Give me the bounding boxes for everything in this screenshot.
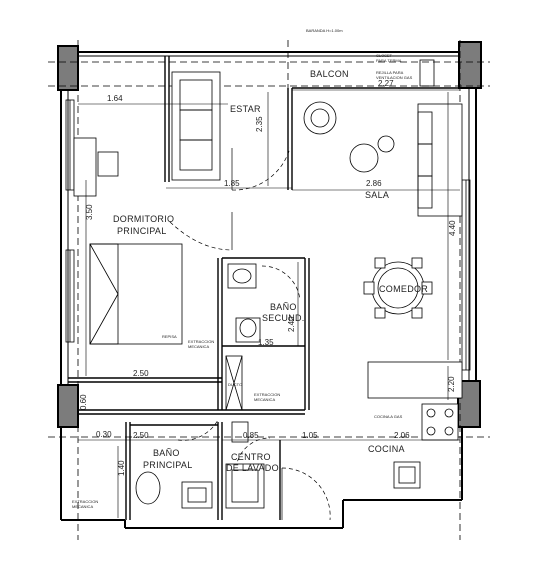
- exterior-walls: [60, 51, 477, 529]
- note-extraccion-a-2: MECANICA: [188, 344, 209, 349]
- note-cocina-gas: COCINA A GAS: [374, 414, 403, 419]
- label-sala: SALA: [365, 190, 389, 200]
- note-extraccion-a-1: EXTRACCION: [188, 339, 214, 344]
- note-rejilla-2: VENTILACION GAS: [376, 75, 413, 80]
- note-closet-1: CLOSET: [376, 53, 393, 58]
- interior-walls: [68, 56, 459, 520]
- note-repisa: REPISA: [162, 334, 177, 339]
- note-baranda: BARANDA H=1.00m: [306, 28, 343, 33]
- room-labels: ESTAR BALCON SALA DORMITORIO PRINCIPAL C…: [113, 69, 428, 473]
- dim-1-64: 1.64: [107, 94, 123, 103]
- dim-4-40: 4.40: [448, 220, 457, 236]
- columns: [57, 41, 482, 428]
- dim-2-86: 2.86: [366, 179, 382, 188]
- note-extraccion-b-2: MECANICA: [254, 397, 275, 402]
- label-bano-principal-2: PRINCIPAL: [143, 460, 193, 470]
- toilet-secund: [235, 317, 261, 343]
- label-bano-secund-2: SECUND.: [262, 313, 305, 323]
- dim-2-20: 2.20: [447, 376, 456, 392]
- dimension-labels: 1.64 2.35 1.85 2.86 2.27 4.40 3.50 2.40 …: [79, 79, 457, 476]
- dimension-lines: [78, 89, 460, 518]
- label-comedor: COMEDOR: [379, 284, 428, 294]
- coffee-table-big: [349, 143, 379, 173]
- desk: [73, 137, 97, 197]
- label-bano-principal-1: BAÑO: [153, 448, 180, 458]
- label-bano-secund-1: BAÑO: [270, 302, 297, 312]
- dim-2-50-b: 2.50: [133, 431, 149, 440]
- label-dormitorio-1: DORMITORIO: [113, 214, 174, 224]
- column-top-right: [458, 41, 482, 89]
- washbasin-principal: [181, 481, 213, 509]
- label-cocina: COCINA: [368, 444, 405, 454]
- note-extraccion-c-2: MECANICA: [72, 504, 93, 509]
- bed: [89, 243, 183, 345]
- note-closet-2: PARA TERMA: [376, 58, 402, 63]
- coffee-table-small: [377, 135, 395, 153]
- dim-2-27: 2.27: [378, 79, 394, 88]
- label-centro-2: DE LAVADO: [226, 463, 279, 473]
- dim-1-05: 1.05: [302, 431, 318, 440]
- sala-sofa: [417, 103, 463, 217]
- dim-3-50: 3.50: [85, 204, 94, 220]
- dim-1-40: 1.40: [117, 460, 126, 476]
- washbasin-secund: [227, 263, 257, 289]
- note-extraccion-b-1: EXTRACCION: [254, 392, 280, 397]
- dim-1-85: 1.85: [224, 179, 240, 188]
- stove: [421, 403, 459, 441]
- note-ducto: DUCTO: [228, 382, 242, 387]
- duct-1: [225, 355, 243, 411]
- windows: [65, 99, 471, 371]
- dim-2-50-a: 2.50: [133, 369, 149, 378]
- closet-terma: [419, 59, 435, 87]
- dim-2-35: 2.35: [255, 116, 264, 132]
- label-balcon: BALCON: [310, 69, 349, 79]
- column-mid-left: [57, 384, 79, 428]
- kitchen-sink: [393, 461, 421, 489]
- duct-2: [231, 421, 249, 443]
- dim-0-60: 0.60: [79, 394, 88, 410]
- label-centro-1: CENTRO: [231, 452, 271, 462]
- note-rejilla-1: REJILLA PARA: [376, 70, 404, 75]
- technical-notes: BARANDA H=1.00m CLOSET PARA TERMA REJILL…: [72, 28, 413, 509]
- label-dormitorio-2: PRINCIPAL: [117, 226, 167, 236]
- column-top-left: [57, 45, 79, 91]
- estar-sofa: [171, 71, 221, 181]
- dim-1-35: 1.35: [258, 338, 274, 347]
- kitchen-counter: [367, 361, 463, 399]
- dim-2-06: 2.06: [394, 431, 410, 440]
- furniture: [73, 59, 463, 509]
- armchair: [303, 101, 337, 135]
- dim-0-30: 0.30: [96, 430, 112, 439]
- dim-0-85: 0.85: [243, 431, 259, 440]
- dim-2-40: 2.40: [287, 316, 296, 332]
- note-extraccion-c-1: EXTRACCION: [72, 499, 98, 504]
- toilet-principal: [135, 471, 161, 505]
- label-estar: ESTAR: [230, 104, 261, 114]
